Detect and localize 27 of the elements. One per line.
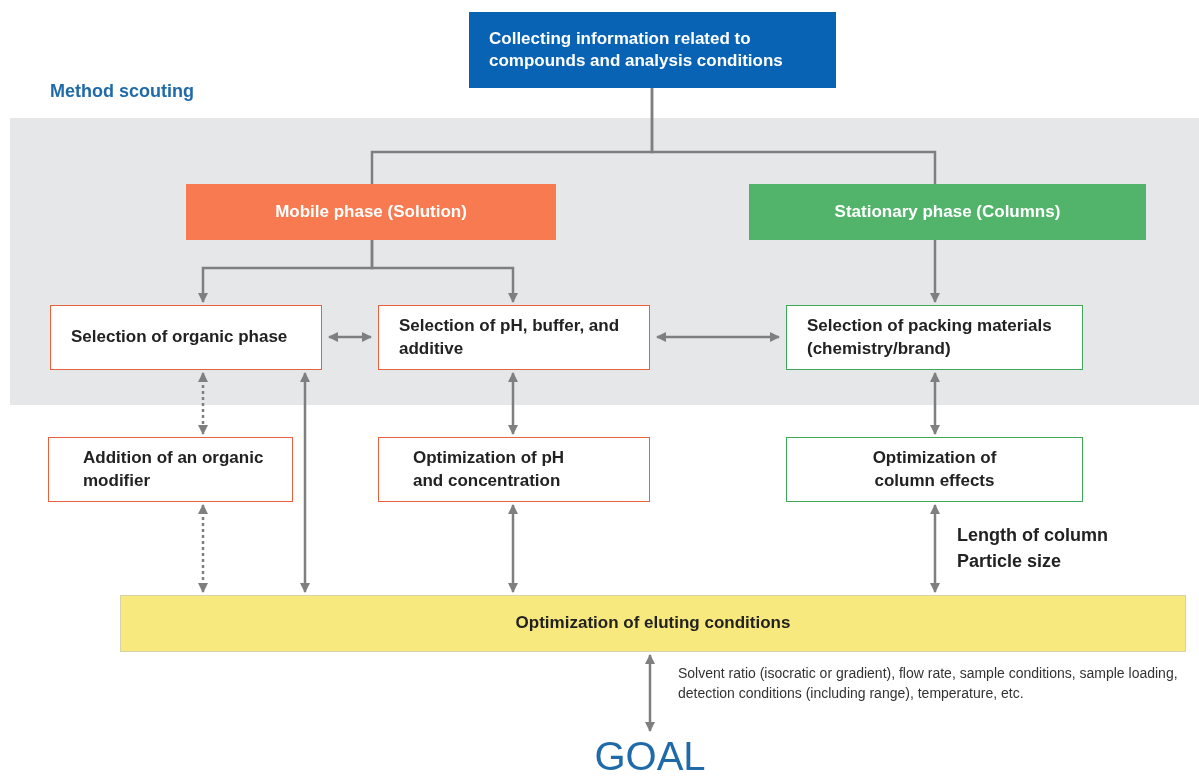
process-box: Mobile phase (Solution) xyxy=(186,184,556,240)
goal-text: GOAL xyxy=(590,734,710,778)
process-box: Optimization of pH and concentration xyxy=(378,437,650,502)
note-text: Solvent ratio (isocratic or gradient), flow rate, sample conditions, sample loading, detection conditions (including range), temperature, etc. xyxy=(678,664,1178,704)
arrow xyxy=(328,332,372,342)
arrow xyxy=(656,332,780,342)
arrow xyxy=(300,372,310,593)
process-box: Selection of organic phase xyxy=(50,305,322,370)
arrow xyxy=(930,504,940,593)
arrow xyxy=(508,372,518,435)
arrow xyxy=(930,240,940,303)
process-box: Stationary phase (Columns) xyxy=(749,184,1146,240)
process-box: Optimization of eluting conditions xyxy=(120,595,1186,652)
note-text: Length of column Particle size xyxy=(957,524,1109,574)
arrow xyxy=(370,240,518,303)
arrow xyxy=(508,504,518,593)
process-box: Optimization of column effects xyxy=(786,437,1083,502)
dashed-arrow xyxy=(198,372,208,435)
dashed-arrow xyxy=(198,504,208,593)
arrow xyxy=(645,654,655,732)
section-heading: Method scouting xyxy=(50,80,194,103)
process-box: Addition of an organic modifier xyxy=(48,437,293,502)
process-box: Selection of packing materials (chemistry/brand) xyxy=(786,305,1083,370)
arrow xyxy=(930,372,940,435)
process-box: Selection of pH, buffer, and additive xyxy=(378,305,650,370)
connector-line xyxy=(650,88,937,184)
process-box: Collecting information related to compounds and analysis conditions xyxy=(469,12,836,88)
